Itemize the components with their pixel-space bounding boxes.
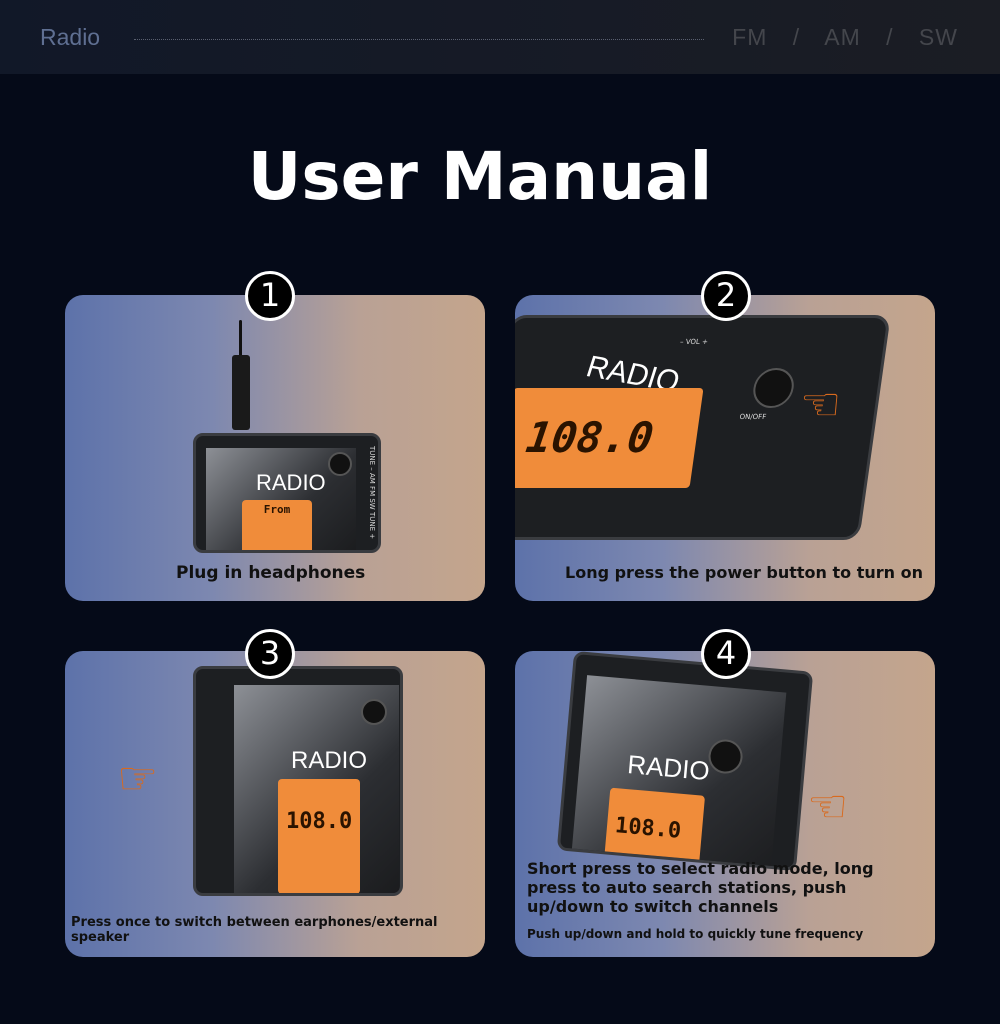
step-card-4: RADIO 108.0 ☜ Short press to select radi… [515, 651, 935, 957]
volume-label: – VOL + [679, 338, 709, 346]
step-caption-1: Plug in headphones [176, 563, 366, 583]
lcd-frequency: 108.0 [286, 809, 353, 834]
band-list: FM / AM / SW [732, 24, 958, 50]
tune-label: TUNE – AM FM SW TUNE + [368, 446, 376, 540]
lcd-display: 108.0 [278, 779, 360, 893]
power-label: ON/OFF [738, 413, 767, 421]
divider [134, 39, 704, 40]
pointing-hand-icon: ☜ [800, 377, 842, 431]
step-caption-2: Long press the power button to turn on [565, 563, 923, 582]
radio-device: RADIO 108.0 [193, 666, 403, 896]
step-card-1: RADIO TUNE – AM FM SW TUNE + From Plug i… [65, 295, 485, 601]
page-title: User Manual [247, 138, 713, 215]
lcd-text: From [263, 503, 291, 516]
radio-device: RADIO TUNE – AM FM SW TUNE + From [193, 433, 381, 553]
step-number-3: 3 [245, 629, 295, 679]
step-number-1: 1 [245, 271, 295, 321]
lcd-frequency: 108.0 [523, 413, 657, 462]
radio-label: RADIO [291, 747, 368, 774]
step-card-3: RADIO 108.0 ☞ Press once to switch betwe… [65, 651, 485, 957]
step-number-4: 4 [701, 629, 751, 679]
step-caption-4: Short press to select radio mode, long p… [527, 859, 874, 916]
power-button [750, 368, 797, 408]
radio-device: RADIO 108.0 [556, 651, 814, 872]
step-card-2: RADIO 108.0 ON/OFF – VOL + ☜ Long press … [515, 295, 935, 601]
headphone-plug [232, 355, 250, 430]
lcd-frequency: 108.0 [614, 813, 683, 844]
lcd-display: From [242, 500, 312, 550]
step-caption-3: Press once to switch between earphones/e… [71, 915, 438, 945]
radio-label: RADIO [256, 470, 326, 495]
pointing-hand-icon: ☞ [117, 751, 159, 805]
power-button [328, 452, 352, 476]
power-button [361, 699, 387, 725]
step-subcaption-4: Push up/down and hold to quickly tune fr… [527, 927, 864, 941]
step-number-2: 2 [701, 271, 751, 321]
header-bar: Radio FM / AM / SW [0, 0, 1000, 74]
lcd-display: 108.0 [515, 388, 704, 488]
pointing-hand-icon: ☜ [807, 779, 849, 833]
brand-label: Radio [40, 24, 101, 50]
